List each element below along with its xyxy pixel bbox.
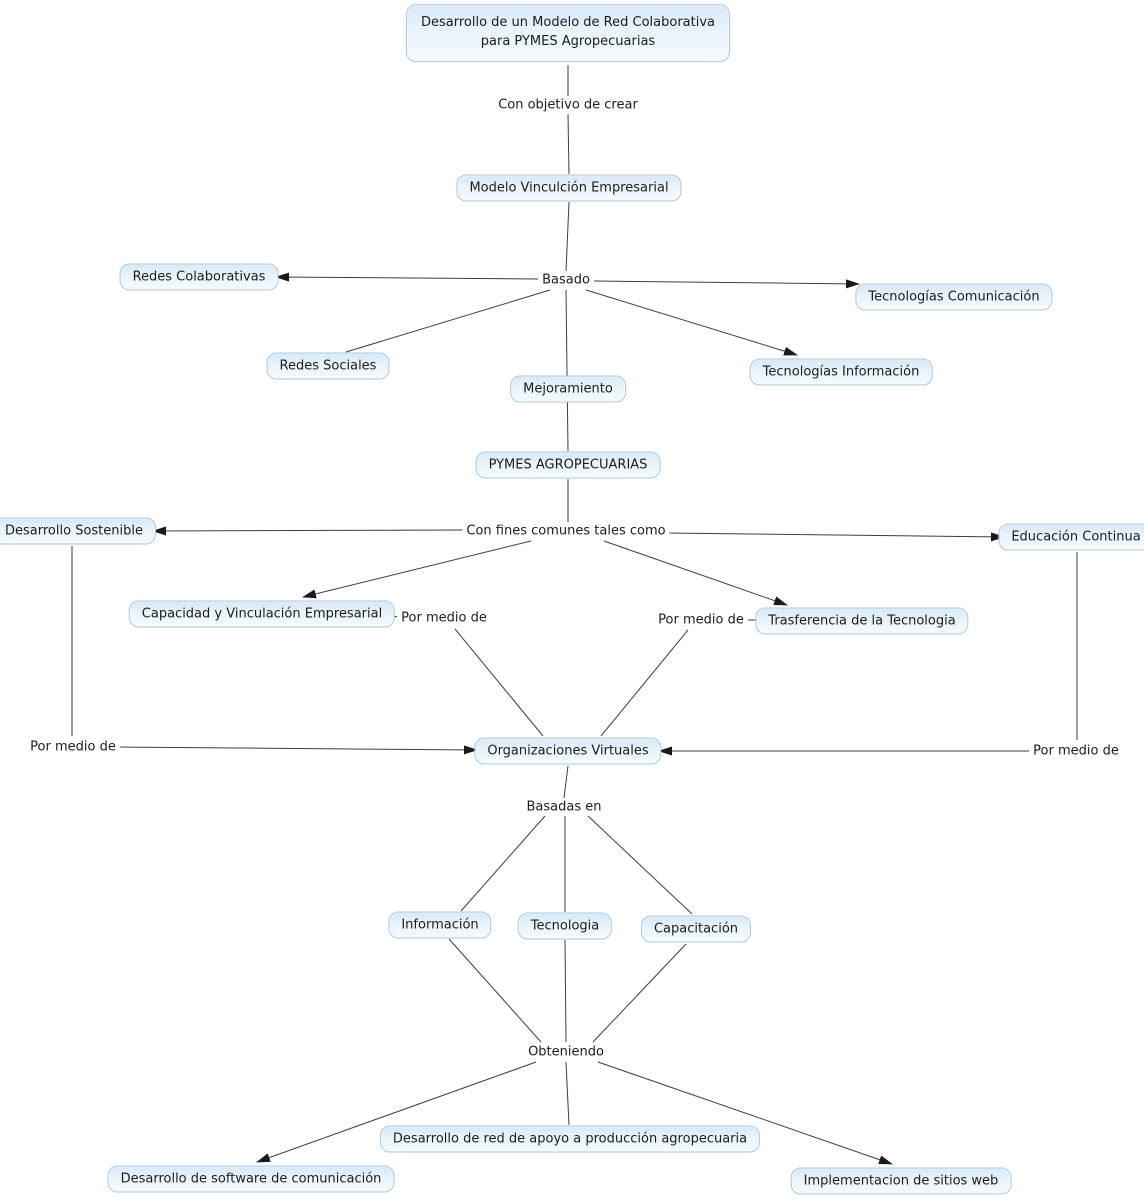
edge-fines-to-desarrollo-sostenible <box>152 526 469 536</box>
edge-fines-to-educacion-continua <box>662 532 1005 542</box>
edge-tecnologia-to-obteniendo <box>564 939 567 1043</box>
edge-label-basadas-en[interactable]: Basadas en <box>522 798 606 816</box>
node-red-apoyo[interactable]: Desarrollo de red de apoyo a producción … <box>379 1125 761 1153</box>
edge-pormedio-left-to-organizaciones <box>116 745 478 755</box>
edge-pormedio-izq-to-organizaciones <box>454 628 544 737</box>
node-desarrollo-sostenible[interactable]: Desarrollo Sostenible <box>0 517 156 545</box>
edge-basado-to-redes-sociales <box>345 289 551 353</box>
node-software-comunicacion[interactable]: Desarrollo de software de comunicación <box>107 1165 395 1193</box>
node-root[interactable]: Desarrollo de un Modelo de Red Colaborat… <box>405 4 731 62</box>
edge-label-con-objetivo[interactable]: Con objetivo de crear <box>494 96 642 114</box>
node-redes-colaborativas[interactable]: Redes Colaborativas <box>119 263 279 291</box>
node-capacitacion[interactable]: Capacitación <box>640 915 752 943</box>
edge-basado-to-tecnologias-informacion <box>585 289 798 356</box>
node-redes-sociales[interactable]: Redes Sociales <box>266 352 390 380</box>
edge-basado-to-tecnologias-comunicacion <box>593 279 860 289</box>
node-informacion[interactable]: Información <box>388 911 492 939</box>
edge-fines-to-trasferencia <box>603 540 788 606</box>
node-capacidad-vinculacion[interactable]: Capacidad y Vinculación Empresarial <box>128 600 396 628</box>
edge-objetivo-to-modelo <box>567 113 570 175</box>
node-modelo-vinculacion[interactable]: Modelo Vinculción Empresarial <box>456 174 682 202</box>
edge-basadas-to-informacion <box>460 815 546 912</box>
node-tecnologias-informacion[interactable]: Tecnologías Información <box>749 358 933 386</box>
node-sitios-web[interactable]: Implementacion de sitios web <box>790 1167 1012 1195</box>
edge-informacion-to-obteniendo <box>448 938 542 1043</box>
node-tecnologia[interactable]: Tecnologia <box>517 912 613 940</box>
edge-label-basado[interactable]: Basado <box>538 271 594 289</box>
edge-capacitacion-to-obteniendo <box>592 943 687 1043</box>
edge-label-obteniendo[interactable]: Obteniendo <box>524 1043 608 1061</box>
edge-label-con-fines[interactable]: Con fines comunes tales como <box>462 522 670 540</box>
node-trasferencia-tecnologia[interactable]: Trasferencia de la Tecnologia <box>755 607 969 635</box>
edge-label-por-medio-left[interactable]: Por medio de <box>26 738 120 756</box>
edge-label-por-medio-der-mid[interactable]: Por medio de <box>654 611 748 629</box>
node-educacion-continua[interactable]: Educación Continua <box>998 523 1144 551</box>
node-tecnologias-comunicacion[interactable]: Tecnologías Comunicación <box>855 283 1053 311</box>
node-organizaciones-virtuales[interactable]: Organizaciones Virtuales <box>474 737 662 765</box>
edge-pormedio-der-to-organizaciones <box>600 629 689 737</box>
edge-obteniendo-to-red-apoyo <box>565 1061 570 1126</box>
edge-label-por-medio-izq-mid[interactable]: Por medio de <box>397 609 491 627</box>
edge-basado-to-pymes <box>565 289 569 452</box>
node-mejoramiento[interactable]: Mejoramiento <box>510 375 626 403</box>
edge-fines-to-capacidad <box>302 540 532 599</box>
edge-basadas-to-capacitacion <box>587 815 693 915</box>
edge-modelo-to-basado <box>565 201 570 272</box>
node-pymes[interactable]: PYMES AGROPECUARIAS <box>475 451 661 479</box>
edge-organizaciones-to-basadas <box>563 765 569 799</box>
edge-obteniendo-to-sitios-web <box>597 1061 893 1165</box>
edge-basado-to-redes-colaborativas <box>275 272 539 282</box>
edge-obteniendo-to-software <box>256 1061 537 1163</box>
edge-label-por-medio-right[interactable]: Por medio de <box>1029 742 1123 760</box>
